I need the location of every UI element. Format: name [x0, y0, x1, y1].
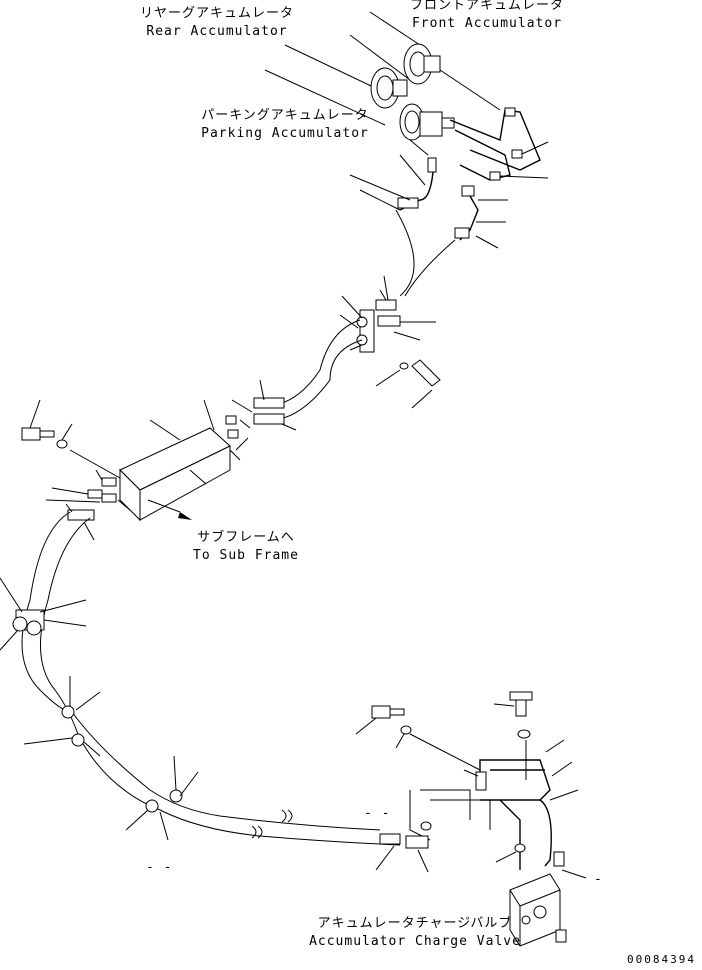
charge-valve-assembly — [355, 691, 587, 947]
hose-upper — [349, 139, 479, 297]
accumulator-tubes — [449, 107, 549, 249]
front-accumulator-label-jp: フロントアキュムレータ — [409, 0, 564, 13]
left-fittings — [21, 399, 192, 541]
callout-dash: - - — [364, 806, 391, 821]
rear-accumulator-label-en: Rear Accumulator — [146, 24, 288, 39]
rear-accumulator-label-jp: リヤーグアキュムレータ — [139, 6, 294, 21]
document-number: 00084394 — [627, 953, 696, 966]
sub-frame-label-en: To Sub Frame — [193, 548, 299, 563]
long-hoses — [0, 511, 401, 846]
front-accumulator-label-en: Front Accumulator — [411, 16, 563, 31]
parking-accumulator-label-en: Parking Accumulator — [201, 126, 369, 141]
bulkhead-block — [119, 399, 241, 522]
callout-dash: - — [594, 872, 603, 887]
sub-frame-label-jp: サブフレームへ — [197, 530, 295, 545]
callout-dash: - - — [146, 860, 173, 875]
charge-valve-label-en: Accumulator Charge Valve — [309, 934, 521, 949]
parking-accumulator — [399, 103, 455, 141]
rear-accumulator — [264, 44, 408, 126]
front-accumulator — [349, 11, 501, 111]
parking-accumulator-label-jp: パーキングアキュムレータ — [201, 108, 369, 123]
mid-bracket — [339, 275, 441, 409]
charge-valve-label-jp: アキュムレータチャージバルブ — [317, 916, 513, 931]
hoses-mid — [231, 319, 363, 451]
